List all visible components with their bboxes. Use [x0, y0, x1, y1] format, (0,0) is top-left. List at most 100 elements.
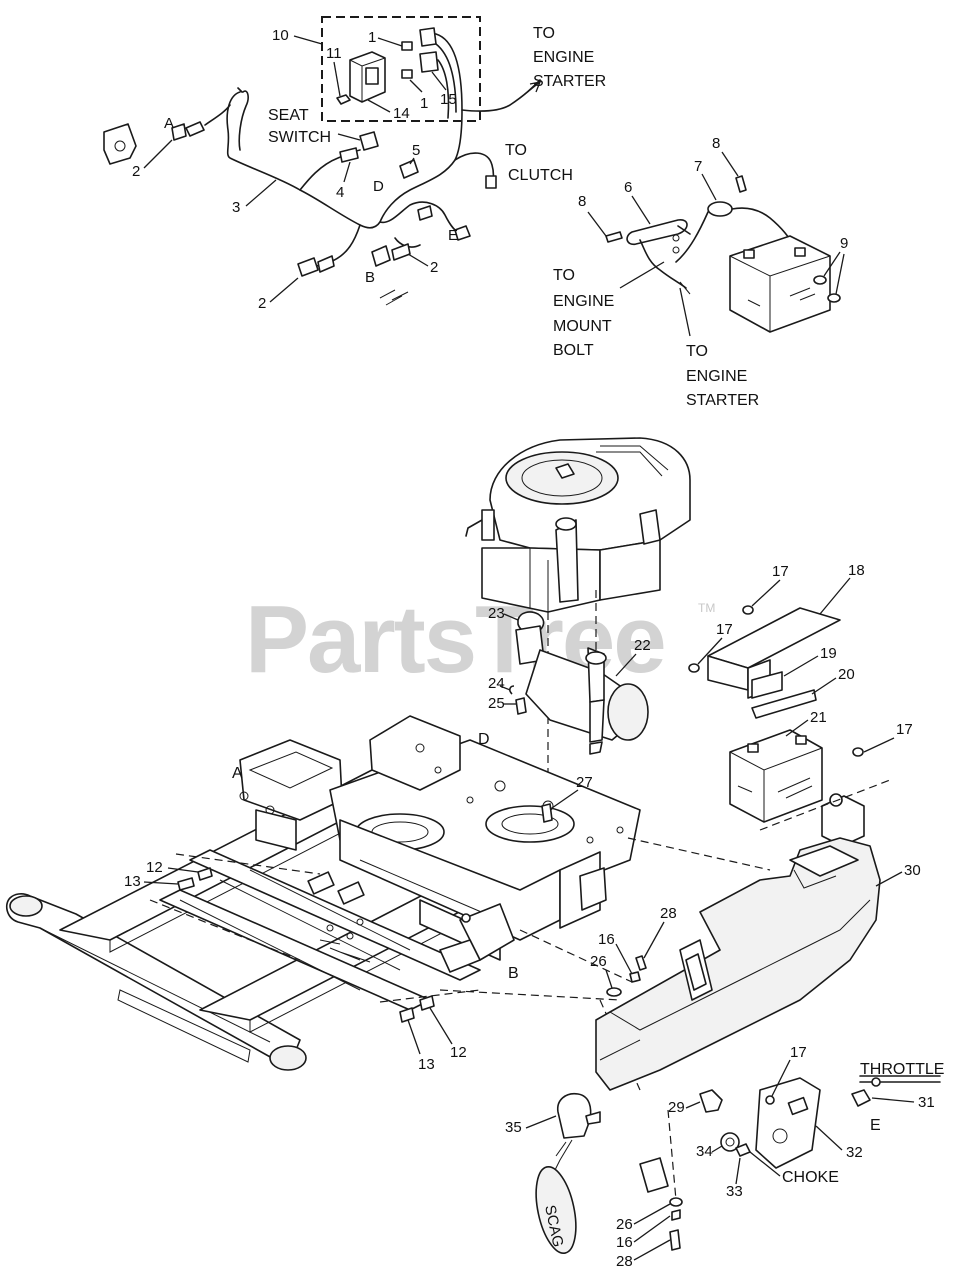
part-12-nut-lower[interactable]	[419, 995, 435, 1011]
part-1-fuse-bottom[interactable]	[401, 69, 413, 79]
label-to-engine-starter-line1: TO	[533, 25, 555, 42]
harness-subassembly-box	[321, 16, 481, 122]
callout-2-bottom: 2	[258, 295, 266, 312]
callout-19: 19	[820, 645, 837, 662]
label-throttle: THROTTLE	[860, 1061, 944, 1078]
part-11-clip[interactable]	[336, 94, 351, 105]
part-34-ignition-cap[interactable]	[720, 1132, 740, 1152]
callout-20: 20	[838, 666, 855, 683]
letter-e-throttle: E	[870, 1117, 881, 1134]
part-8-bolt-left[interactable]	[605, 231, 623, 243]
callout-18: 18	[848, 562, 865, 579]
part-28-screw-upper[interactable]	[635, 955, 647, 971]
callout-13-lower: 13	[418, 1056, 435, 1073]
callout-10: 10	[272, 27, 289, 44]
part-29-bushing[interactable]	[699, 1089, 723, 1113]
callout-35: 35	[505, 1119, 522, 1136]
callout-7: 7	[694, 158, 702, 175]
callout-8-top: 8	[712, 135, 720, 152]
battery-box-callouts: 17 18 17 19 20 21 17	[697, 562, 913, 753]
frame-upright-d	[369, 715, 461, 791]
part-9-nut-upper[interactable]	[813, 275, 827, 285]
part-31-throttle-lever[interactable]	[851, 1089, 871, 1107]
part-21-battery[interactable]	[729, 729, 823, 823]
letter-d-frame: D	[478, 731, 490, 748]
callout-28-lower: 28	[616, 1253, 633, 1270]
connector-a-plug[interactable]	[171, 121, 205, 141]
part-7-cable-ring[interactable]	[707, 201, 733, 217]
callout-2-right: 2	[430, 259, 438, 276]
label-to-engine-starter-right-line3: STARTER	[686, 392, 759, 409]
letter-b-frame: B	[508, 965, 519, 982]
muffler-assembly	[509, 611, 649, 755]
connector-b[interactable]	[371, 243, 411, 267]
label-to-engine-starter-line2: ENGINE	[533, 49, 594, 66]
callout-17-console: 17	[790, 1044, 807, 1061]
callout-5: 5	[412, 142, 420, 159]
callout-25: 25	[488, 695, 505, 712]
part-25-bolt[interactable]	[515, 697, 527, 715]
part-1-fuse-top[interactable]	[401, 41, 413, 51]
part-13-bolt-upper[interactable]	[177, 877, 195, 891]
muffler-end-cap	[607, 683, 649, 741]
part-28-screw-lower[interactable]	[669, 1229, 681, 1251]
console-callouts: 30 28 16 26 17 THROTTLE 31 E 29 32 34 CH…	[505, 862, 944, 1270]
callout-15: 15	[440, 91, 457, 108]
label-to-engine-mount-bolt-line4: BOLT	[553, 342, 594, 359]
part-32-control-panel[interactable]	[755, 1077, 821, 1169]
callout-32: 32	[846, 1144, 863, 1161]
part-4-seat-switch[interactable]	[339, 131, 379, 163]
battery-labels: 6 7 8 8 9 TO ENGINE MOUNT BOLT TO ENGINE…	[553, 135, 848, 409]
letter-a-harness: A	[164, 115, 174, 132]
part-8-bolt-top[interactable]	[735, 175, 747, 193]
part-20-pad[interactable]	[751, 689, 817, 719]
label-seat-switch-line2: SWITCH	[268, 129, 331, 146]
connector-d[interactable]	[417, 205, 433, 221]
part-13-bolt-lower[interactable]	[399, 1007, 415, 1023]
part-17-screw-right[interactable]	[852, 747, 864, 757]
chassis-frame	[5, 715, 771, 1091]
callout-8-left: 8	[578, 193, 586, 210]
battery-top-right	[729, 235, 831, 333]
watermark-trademark: TM	[698, 601, 715, 615]
part-26-washer-lower[interactable]	[669, 1197, 683, 1207]
part-5-connector[interactable]	[399, 159, 419, 179]
callout-21: 21	[810, 709, 827, 726]
part-19-pad[interactable]	[751, 671, 783, 699]
callout-9: 9	[840, 235, 848, 252]
battery-box-assembly	[688, 605, 891, 847]
top-callouts: 10 1 11 14 1 15 A 2 4 5 D 3 E 2 B 2	[132, 27, 458, 312]
label-choke: CHOKE	[782, 1169, 839, 1186]
callout-16-lower: 16	[616, 1234, 633, 1251]
callout-34: 34	[696, 1143, 713, 1160]
part-12-nut-upper[interactable]	[197, 867, 213, 881]
part-24-lock-washer[interactable]	[509, 685, 515, 695]
seat-bracket	[103, 123, 137, 165]
callout-17-left: 17	[716, 621, 733, 638]
connector-e[interactable]	[454, 225, 471, 241]
part-6-battery-cable-boot[interactable]	[626, 219, 688, 246]
part-30-console[interactable]	[595, 837, 881, 1091]
part-16-lockwasher-upper[interactable]	[629, 971, 641, 983]
part-15-relays[interactable]	[419, 27, 439, 73]
label-to-engine-starter-line3: STARTER	[533, 73, 606, 90]
connector-2-lower-left[interactable]	[297, 255, 335, 277]
part-14-relay-module[interactable]	[349, 51, 386, 103]
callout-33: 33	[726, 1183, 743, 1200]
part-17-screw-left[interactable]	[688, 663, 700, 673]
callout-16-upper: 16	[598, 931, 615, 948]
part-26-washer-upper[interactable]	[606, 987, 622, 997]
clutch-connector[interactable]	[485, 175, 497, 189]
part-35-ignition-key[interactable]: SCAG	[529, 1092, 601, 1257]
console-assembly	[595, 837, 941, 1251]
callout-22: 22	[634, 637, 651, 654]
callout-1-bottom: 1	[420, 95, 428, 112]
letter-e-harness: E	[448, 227, 458, 244]
label-to-engine-mount-bolt-line3: MOUNT	[553, 318, 612, 335]
part-17-screw-top[interactable]	[742, 605, 754, 615]
callout-17-top: 17	[772, 563, 789, 580]
part-9-nut-lower[interactable]	[827, 293, 841, 303]
part-27-engine-bolt[interactable]	[541, 803, 553, 823]
part-16-lockwasher-lower[interactable]	[671, 1209, 681, 1221]
